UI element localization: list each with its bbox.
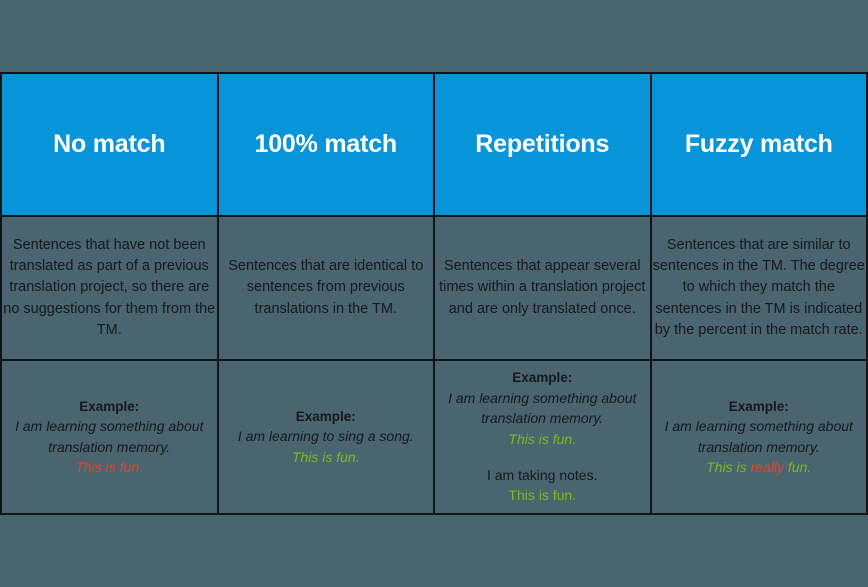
- example-cell-fuzzy-match: Example: I am learning something about t…: [649, 359, 868, 515]
- example-title-fuzzy-match: Example:: [728, 398, 789, 414]
- table-header-row: No match 100% match Repetitions Fuzzy ma…: [0, 72, 868, 217]
- target-segment-0: This is fun.: [75, 458, 144, 475]
- header-cell-fuzzy-match: Fuzzy match: [649, 72, 868, 217]
- example-source-fuzzy-match: I am learning something about translatio…: [664, 418, 853, 455]
- example-target-repetitions: This is fun.: [435, 429, 650, 449]
- description-text-fuzzy-match: Sentences that are similar to sentences …: [652, 237, 865, 338]
- target-segment-0: This is fun.: [508, 487, 577, 504]
- example-target-no-match: This is fun.: [2, 457, 217, 477]
- example-cell-no-match: Example: I am learning something about t…: [0, 359, 219, 515]
- example-title-no-match: Example:: [79, 398, 140, 414]
- example-block-100-match: Example: I am learning to sing a song. T…: [219, 407, 434, 467]
- target-segment-2: fun.: [784, 458, 812, 475]
- target-segment-1: really: [750, 458, 785, 475]
- example-source-no-match: I am learning something about translatio…: [15, 418, 204, 455]
- match-types-table: No match 100% match Repetitions Fuzzy ma…: [0, 72, 868, 515]
- header-label-no-match: No match: [53, 130, 166, 159]
- description-cell-100-match: Sentences that are identical to sentence…: [216, 215, 435, 361]
- description-text-no-match: Sentences that have not been translated …: [3, 237, 216, 338]
- header-label-fuzzy-match: Fuzzy match: [684, 130, 833, 159]
- description-text-100-match: Sentences that are identical to sentence…: [228, 258, 424, 317]
- example-title-repetitions: Example:: [512, 370, 573, 386]
- header-cell-100-match: 100% match: [216, 72, 435, 217]
- header-cell-no-match: No match: [0, 72, 219, 217]
- example-block-no-match: Example: I am learning something about t…: [2, 397, 217, 477]
- header-label-100-match: 100% match: [254, 130, 398, 159]
- example-spacer-repetitions: [435, 449, 650, 465]
- description-cell-fuzzy-match: Sentences that are similar to sentences …: [649, 215, 868, 361]
- description-cell-no-match: Sentences that have not been translated …: [0, 215, 219, 361]
- example-second-source-repetitions: I am taking notes.: [486, 466, 598, 483]
- example-target-fuzzy-match: This is really fun.: [652, 457, 867, 477]
- target-segment-0: This is: [706, 458, 751, 475]
- example-block-fuzzy-match: Example: I am learning something about t…: [652, 397, 867, 477]
- table-description-row: Sentences that have not been translated …: [0, 215, 868, 361]
- example-target-100-match: This is fun.: [219, 447, 434, 467]
- header-label-repetitions: Repetitions: [475, 130, 610, 159]
- table-example-row: Example: I am learning something about t…: [0, 359, 868, 515]
- target-segment-0: This is fun.: [508, 430, 577, 447]
- header-cell-repetitions: Repetitions: [433, 72, 652, 217]
- description-text-repetitions: Sentences that appear several times with…: [439, 258, 646, 317]
- example-title-100-match: Example:: [295, 408, 356, 424]
- example-block-repetitions: Example: I am learning something about t…: [435, 368, 650, 505]
- example-cell-100-match: Example: I am learning to sing a song. T…: [216, 359, 435, 515]
- example-source-repetitions: I am learning something about translatio…: [448, 390, 637, 427]
- example-cell-repetitions: Example: I am learning something about t…: [433, 359, 652, 515]
- example-source-100-match: I am learning to sing a song.: [237, 428, 414, 445]
- description-cell-repetitions: Sentences that appear several times with…: [433, 215, 652, 361]
- example-second-target-repetitions: This is fun.: [435, 485, 650, 505]
- target-segment-0: This is fun.: [291, 448, 360, 465]
